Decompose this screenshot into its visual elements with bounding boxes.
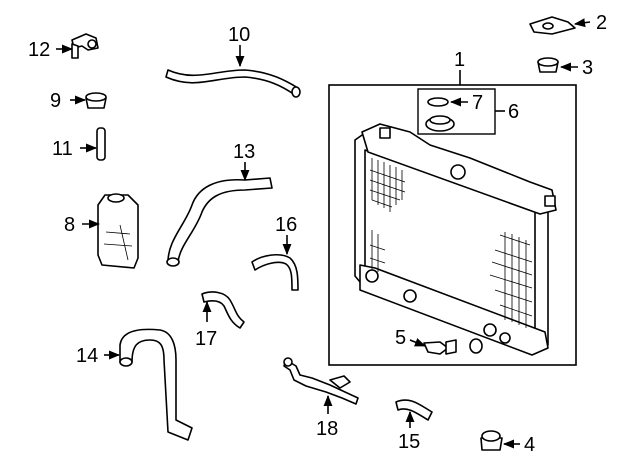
callout-9: 9 <box>50 90 61 112</box>
callout-2: 2 <box>596 12 607 34</box>
hose-connector-part <box>71 33 99 59</box>
callout-5: 5 <box>395 327 406 349</box>
lower-hose-part <box>167 177 273 263</box>
overflow-tube-part <box>96 127 106 161</box>
cap-seal-part <box>427 97 449 107</box>
callout-15: 15 <box>398 431 420 453</box>
callout-1: 1 <box>454 49 465 71</box>
callout-11: 11 <box>52 138 73 160</box>
callout-12: 12 <box>28 39 50 61</box>
radiator-cap-part <box>425 115 455 132</box>
lower-cushion-part <box>480 430 503 451</box>
callout-2-leader <box>573 18 591 28</box>
callout-10: 10 <box>228 24 250 46</box>
callout-16: 16 <box>275 214 297 236</box>
radiator-core <box>354 123 557 356</box>
callout-3: 3 <box>582 57 593 79</box>
callout-17: 17 <box>195 328 217 350</box>
bypass-hose-part <box>119 328 193 441</box>
small-hose-part <box>395 399 433 421</box>
reservoir-tank-part <box>97 193 139 269</box>
callout-7: 7 <box>472 92 483 114</box>
callout-6: 6 <box>508 101 519 123</box>
upper-cushion-part <box>537 57 559 73</box>
return-hose-part <box>201 291 245 329</box>
callout-8: 8 <box>64 214 75 236</box>
callout-5-leader <box>409 338 427 347</box>
callout-13: 13 <box>233 141 255 163</box>
callout-14: 14 <box>76 345 98 367</box>
upper-hose-part <box>165 69 299 96</box>
heater-hose-part <box>251 253 299 291</box>
callout-4: 4 <box>524 434 535 456</box>
grommet-part <box>85 92 107 109</box>
callout-18: 18 <box>316 418 338 440</box>
water-pipe-part <box>283 357 359 405</box>
drain-plug-part <box>423 338 483 355</box>
radiator-assembly-frame <box>328 84 577 366</box>
